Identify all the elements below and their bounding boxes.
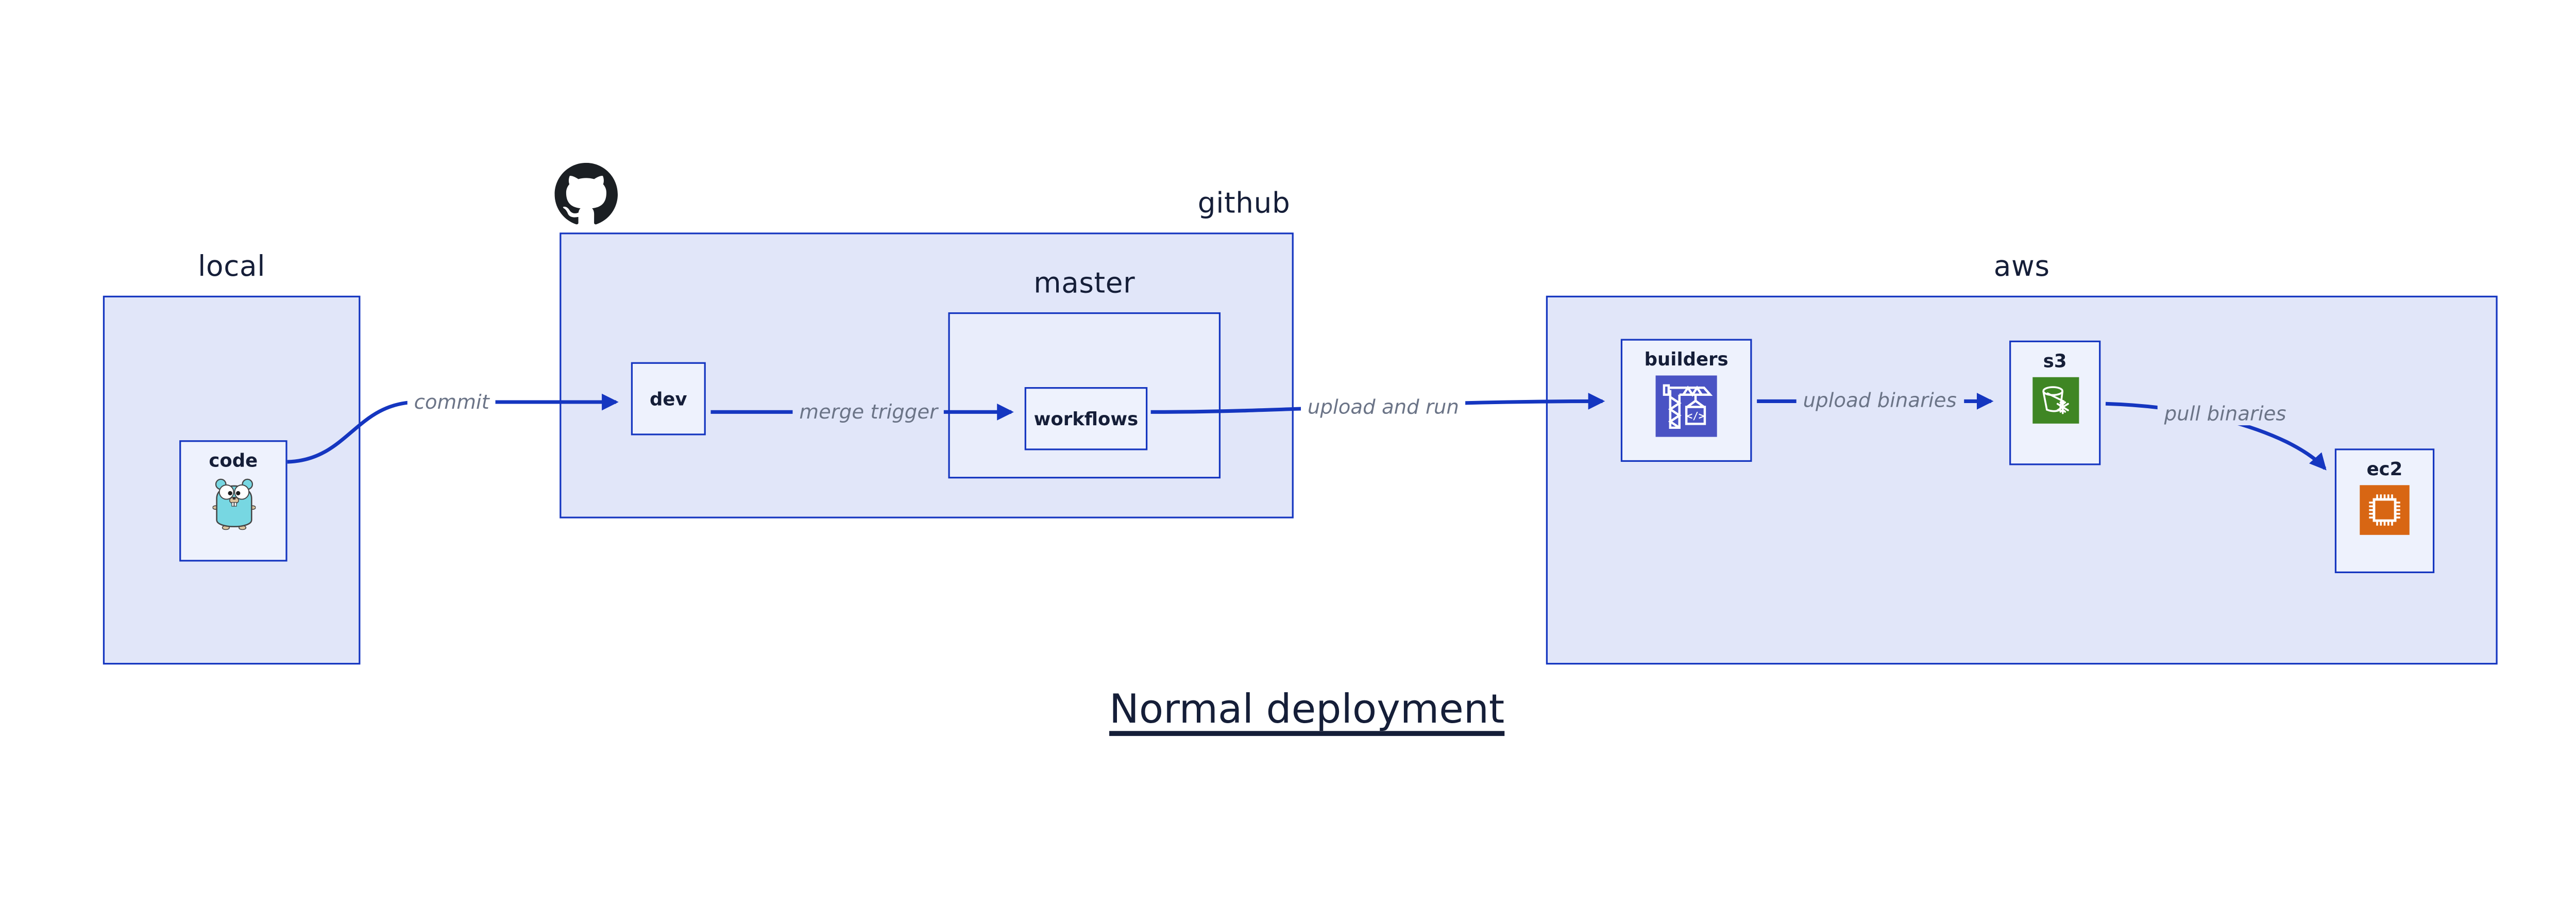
diagram-title: Normal deployment [1109,686,1505,733]
node-ec2-label: ec2 [2366,458,2403,480]
codebuild-crane-icon: </> [1655,375,1717,437]
container-label-local: local [198,250,266,285]
node-s3: s3 [2009,340,2101,465]
node-code: code [179,440,287,562]
container-label-github: github [1197,188,1291,221]
edge-label-upload-binaries: upload binaries [1796,389,1963,412]
node-ec2: ec2 [2334,448,2435,574]
s3-glacier-bucket-icon [2031,377,2078,424]
edge-label-pull-binaries: pull binaries [2157,402,2293,426]
github-octocat-icon [554,162,618,225]
node-workflows-label: workflows [1033,408,1139,430]
node-builders: builders </> [1620,339,1752,462]
node-code-label: code [209,450,258,472]
node-dev-label: dev [650,388,687,410]
edge-label-commit: commit [407,390,496,414]
ec2-chip-icon [2360,485,2410,535]
svg-text:</>: </> [1687,411,1704,422]
go-gopher-icon [211,478,255,530]
node-builders-label: builders [1644,348,1728,371]
node-dev: dev [631,362,706,436]
container-label-master: master [1033,267,1136,301]
container-label-aws: aws [1993,250,2050,285]
edge-label-upload-and-run: upload and run [1301,395,1466,419]
node-s3-label: s3 [2043,350,2067,372]
node-workflows: workflows [1024,387,1148,450]
edge-label-merge-trigger: merge trigger [792,400,944,424]
